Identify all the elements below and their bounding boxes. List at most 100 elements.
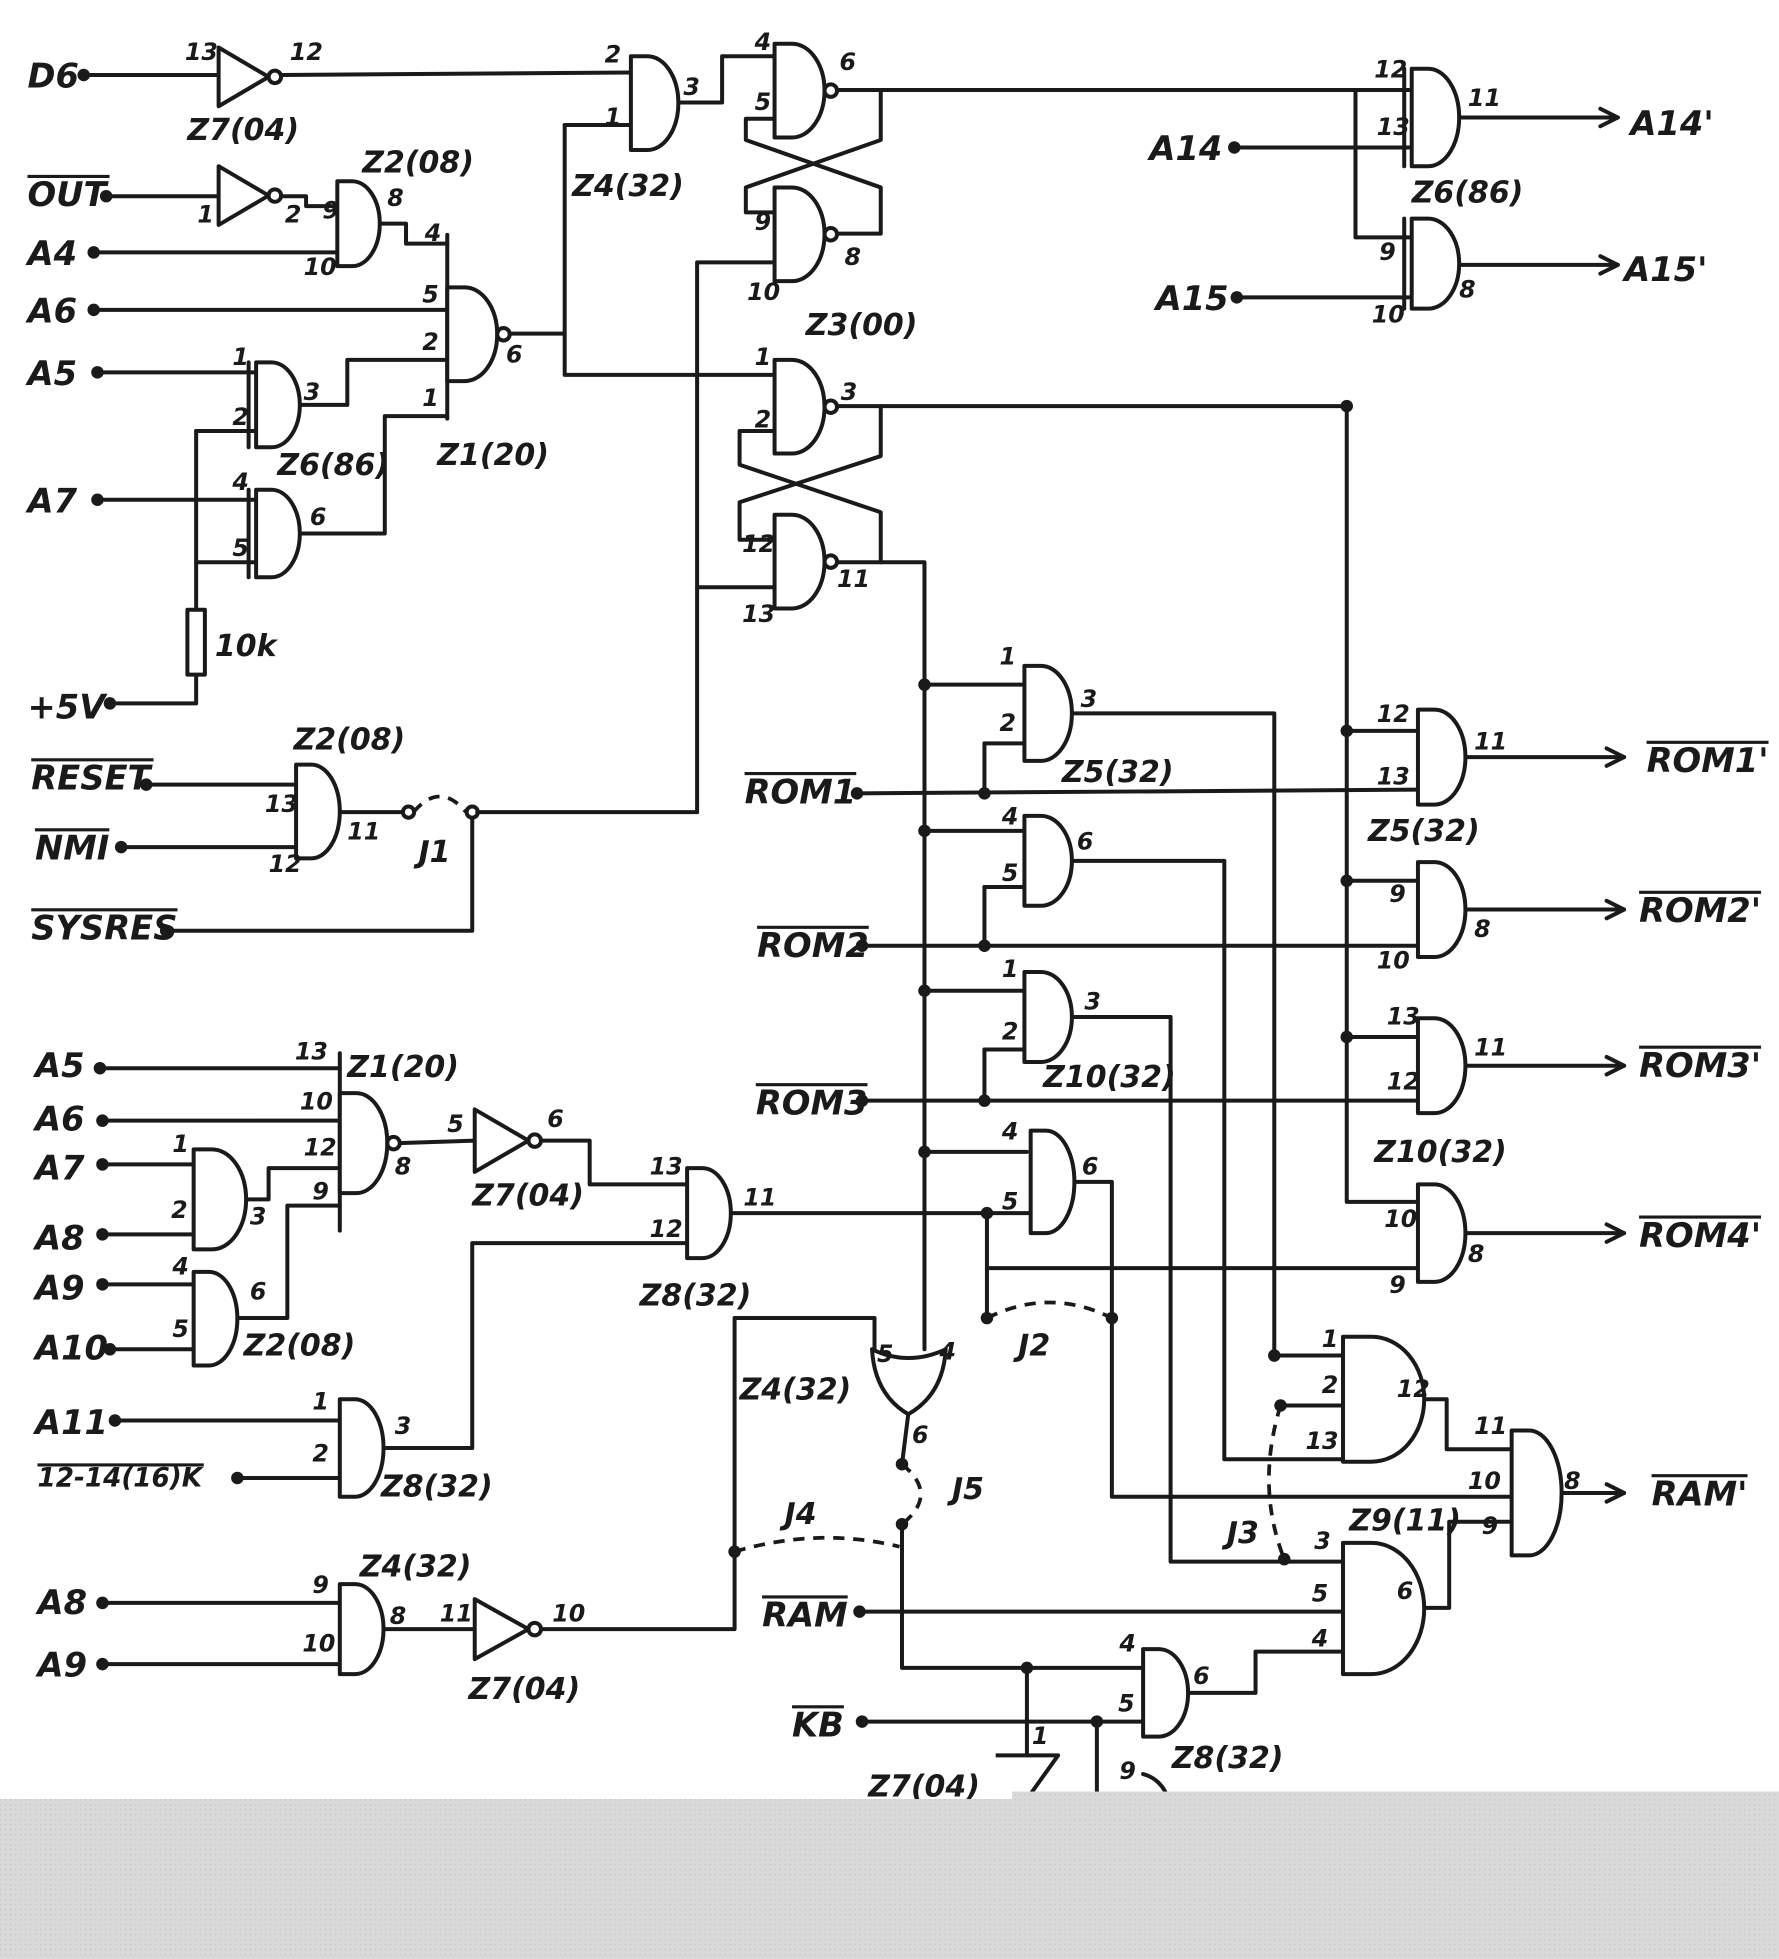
pin-number: 6 [506, 340, 523, 368]
junction-dot [96, 1278, 109, 1291]
pin-number: 12 [650, 1215, 683, 1243]
junction-dot [96, 1228, 109, 1241]
logic-gates [185, 41, 1564, 1802]
wire [538, 1316, 877, 1632]
junction-dot [853, 1605, 866, 1618]
pin-number: 12 [1387, 1067, 1420, 1095]
pin-number: 11 [440, 1600, 473, 1628]
wire [835, 404, 1420, 1204]
junction-dot [93, 1061, 107, 1075]
jumper-label: J4 [780, 1497, 817, 1532]
jumper-link [734, 1535, 900, 1554]
arrow-icon [1604, 1054, 1627, 1077]
jumper-label: J2 [1013, 1329, 1050, 1364]
pin-number: 9 [1119, 1757, 1136, 1785]
signal-label: RESET [31, 759, 153, 798]
wire [1069, 858, 1345, 1462]
jumper-link [412, 794, 468, 814]
inversion-bubble [822, 226, 840, 243]
pin-number: 10 [304, 253, 337, 281]
and-gate [294, 762, 342, 861]
wire [676, 54, 777, 105]
pin-number: 6 [310, 503, 327, 531]
pin-number: 6 [1082, 1152, 1099, 1180]
xor-gate [1409, 216, 1462, 311]
junction-dot [980, 1206, 994, 1220]
jumper-link [900, 1462, 923, 1526]
signal-label: ROM4' [1639, 1216, 1761, 1255]
pin-number: 4 [1118, 1630, 1136, 1658]
wire [743, 116, 883, 236]
arrow-icon [1598, 254, 1620, 276]
wire [235, 1203, 342, 1321]
xor-gate [254, 487, 302, 580]
pin-number: 11 [743, 1184, 776, 1212]
pin-number: 5 [1312, 1580, 1329, 1608]
pin-number: 6 [1397, 1577, 1414, 1605]
pin-number: 4 [171, 1252, 189, 1280]
signal-label: RAM' [1652, 1474, 1748, 1513]
inversion-bubble [526, 1620, 543, 1638]
pin-number: 5 [877, 1340, 894, 1368]
pin-number: 3 [683, 73, 700, 101]
pin-number: 11 [1474, 728, 1507, 756]
inverter-gate [216, 45, 271, 109]
or-gate [337, 1582, 386, 1677]
pin-number: 11 [837, 565, 870, 593]
inverter-gate [216, 164, 271, 227]
junction-dot [96, 1158, 109, 1171]
or-gate [1415, 1182, 1468, 1284]
wire [1072, 1179, 1514, 1499]
pin-number: 10 [300, 1087, 333, 1115]
signal-label: +5V [27, 687, 108, 726]
junction-dot [728, 1545, 741, 1558]
gate-designator: Z3(00) [805, 308, 918, 343]
wire [1422, 1519, 1514, 1610]
signal-label: KB [792, 1706, 844, 1745]
junction-dot [103, 697, 117, 710]
gate-designator: Z7(04) [471, 1179, 584, 1214]
pin-number: 13 [1377, 763, 1410, 791]
inversion-bubble [266, 187, 284, 204]
pin-number: 13 [1377, 113, 1410, 141]
junction-dot [231, 1471, 244, 1485]
wire [381, 1241, 690, 1450]
signal-label: A15 [1153, 279, 1229, 318]
signal-label: A7 [24, 481, 77, 520]
jumper-label: J5 [947, 1472, 984, 1507]
pin-number: 3 [1084, 987, 1101, 1015]
gate-designator: Z7(04) [186, 113, 299, 148]
pin-number: 6 [1193, 1662, 1210, 1690]
or-gate [337, 1397, 386, 1499]
pin-number: 1 [1032, 1722, 1049, 1750]
gate-designator: Z4(32) [571, 169, 684, 204]
pin-number: 6 [1077, 828, 1094, 856]
wire [396, 1138, 477, 1146]
signal-label: ROM3 [756, 1083, 868, 1122]
masked-region [1011, 1791, 1779, 1802]
pin-number: 12 [1397, 1375, 1430, 1403]
nand-gate [445, 285, 500, 384]
labels: D6OUTA4A6A5A7+5VRESETNMISYSRESA14A15A14'… [24, 28, 1769, 1805]
pin-number: 5 [1002, 1187, 1019, 1215]
pin-number: 3 [1081, 685, 1098, 713]
gate-designator: Z1(20) [436, 438, 549, 473]
junction-dot [1278, 1552, 1291, 1566]
or-gate [1415, 1016, 1468, 1116]
or-gate [870, 1347, 948, 1417]
gate-designator: Z8(32) [639, 1279, 752, 1314]
nand-gate [772, 185, 827, 284]
pin-number: 2 [232, 403, 249, 431]
pin-number: 2 [312, 1440, 329, 1468]
pin-number: 9 [1389, 1271, 1406, 1299]
and-gate [1509, 1428, 1564, 1558]
gate-designator: Z10(32) [1373, 1135, 1507, 1170]
jumper-label: J1 [414, 835, 451, 870]
pin-number: 13 [1306, 1427, 1339, 1455]
pin-number: 9 [312, 1177, 329, 1205]
pin-number: 8 [387, 184, 404, 212]
gate-designator: Z5(32) [1367, 814, 1480, 849]
resistor [185, 607, 207, 677]
wire [1186, 1649, 1345, 1695]
nand-gate [772, 512, 827, 611]
